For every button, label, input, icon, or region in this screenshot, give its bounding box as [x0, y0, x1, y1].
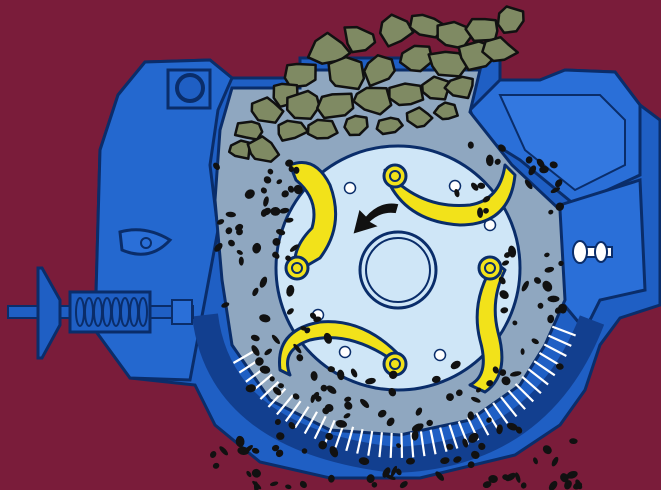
feed-rock: [389, 84, 423, 105]
hammer-pivot-pin: [479, 257, 501, 279]
hinge-pin: [177, 75, 203, 101]
gravel-chip: [548, 296, 560, 303]
rotor-shaft: [366, 238, 430, 302]
grate-bar: [391, 433, 392, 458]
feed-rock: [308, 120, 338, 138]
gravel-chip: [293, 167, 299, 174]
feed-rock: [235, 122, 262, 140]
feed-rock: [317, 94, 353, 118]
hammer-pivot-pin: [384, 165, 406, 187]
rotor-hole: [345, 183, 356, 194]
bolt-nut: [595, 242, 607, 262]
rotor-hole: [435, 350, 446, 361]
bolt-head: [573, 241, 587, 263]
feed-rock: [466, 19, 498, 41]
feed-rock: [287, 91, 319, 119]
rotor-hole: [340, 347, 351, 358]
feed-rock: [329, 57, 364, 89]
adjuster-nut: [172, 300, 192, 324]
grate-bar: [401, 433, 402, 458]
